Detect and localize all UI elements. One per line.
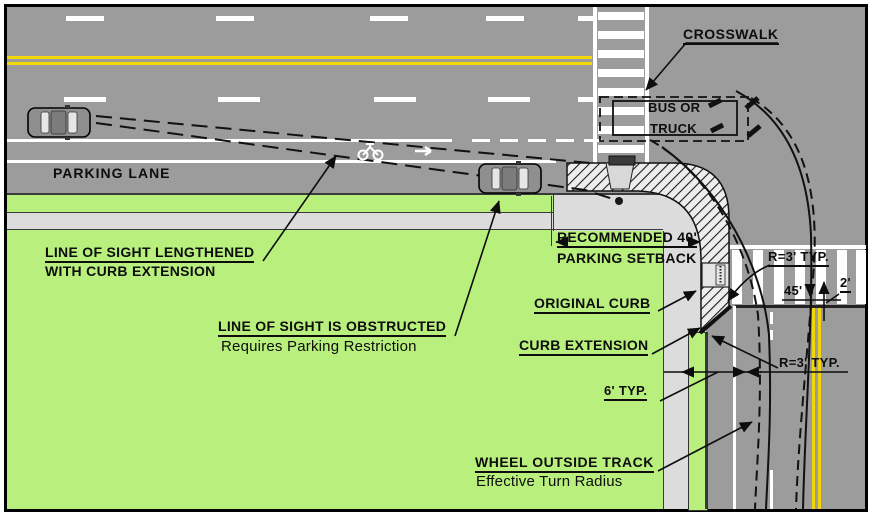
wheel-track-leader bbox=[657, 421, 753, 472]
six-typ-leader bbox=[659, 371, 719, 402]
crosswalk-label: CROSSWALK bbox=[683, 27, 779, 45]
approaching-car-icon bbox=[27, 105, 91, 140]
bike-marking-icon bbox=[357, 143, 432, 161]
double-yellow-centerline bbox=[7, 62, 592, 65]
two-ft-leader bbox=[825, 293, 840, 304]
six-typ-label: 6' TYP. bbox=[604, 384, 648, 401]
sign-pole-icon bbox=[615, 197, 623, 205]
crosswalk-bar bbox=[837, 250, 847, 304]
lane-dash bbox=[218, 97, 260, 102]
r3-lower-leader bbox=[711, 335, 779, 369]
crosswalk-bar bbox=[598, 50, 644, 58]
crosswalk-leader bbox=[645, 42, 778, 91]
sidewalk-edge bbox=[7, 212, 553, 213]
crosswalk-bar bbox=[598, 145, 644, 153]
body-path-outer bbox=[735, 90, 813, 510]
crosswalk-edge-line bbox=[593, 7, 597, 163]
crosswalk-bar bbox=[598, 107, 644, 115]
curb-extension-leader bbox=[651, 327, 701, 355]
lane-line bbox=[770, 470, 773, 509]
sidewalk-edge bbox=[663, 231, 664, 509]
crosswalk-edge-line bbox=[730, 245, 866, 249]
forty-five-label: 45' bbox=[784, 283, 803, 298]
los-lengthened-label: LINE OF SIGHT LENGTHENED bbox=[45, 245, 255, 263]
wheel-outside-track-outer bbox=[750, 97, 816, 510]
curb-ramp-east bbox=[701, 262, 730, 288]
original-curb-leader bbox=[657, 290, 697, 312]
truck-outline bbox=[599, 96, 762, 142]
r3-typ-lower-label: R=3' TYP. bbox=[779, 355, 840, 370]
curb-ramp-north bbox=[605, 155, 636, 190]
wheel-outside-track-inner bbox=[649, 139, 761, 510]
los-lengthened-leader bbox=[262, 155, 337, 262]
parking-lane-line bbox=[7, 160, 556, 163]
lane-dash bbox=[374, 97, 416, 102]
double-yellow-centerline bbox=[818, 308, 821, 509]
lane-dash bbox=[472, 139, 490, 142]
lane-dash bbox=[488, 97, 530, 102]
two-ft-label: 2' bbox=[840, 276, 851, 293]
parked-car-icon bbox=[478, 161, 542, 196]
crosswalk-bar bbox=[856, 250, 866, 304]
crosswalk-bar bbox=[732, 250, 742, 304]
sidewalk-edge bbox=[7, 229, 663, 230]
lane-dash bbox=[578, 97, 593, 102]
lane-line-dash bbox=[770, 312, 773, 324]
wheel-track-sublabel: Effective Turn Radius bbox=[476, 473, 623, 490]
sight-line-lengthened bbox=[95, 115, 591, 164]
crosswalk-bar bbox=[598, 69, 644, 77]
edge-line bbox=[733, 306, 736, 509]
crosswalk-bar bbox=[598, 88, 644, 96]
setback-tick bbox=[553, 194, 554, 231]
lane-line-dash bbox=[770, 330, 773, 340]
original-curb-corner-line bbox=[698, 304, 733, 335]
wheel-track-label: WHEEL OUTSIDE TRACK bbox=[475, 455, 654, 473]
curb-line bbox=[7, 193, 701, 195]
double-yellow-centerline bbox=[7, 56, 592, 59]
r3-typ-upper-label: R=3' TYP. bbox=[768, 250, 829, 267]
original-curb-label: ORIGINAL CURB bbox=[534, 296, 651, 314]
lane-dash bbox=[64, 97, 106, 102]
curb-extension-hatch bbox=[566, 162, 733, 335]
sidewalk-band bbox=[7, 213, 553, 229]
parking-lane-label: PARKING LANE bbox=[53, 165, 171, 181]
lane-dash bbox=[486, 16, 524, 21]
crosswalk-bar bbox=[753, 250, 763, 304]
sight-line-obstructed bbox=[95, 122, 614, 200]
parking-setback-label: RECOMMENDED 40' bbox=[557, 230, 698, 248]
los-obstructed-leader bbox=[454, 200, 501, 337]
setback-tick bbox=[551, 196, 552, 246]
lane-dash bbox=[66, 16, 104, 21]
crosswalk-bar bbox=[598, 12, 644, 20]
bus-or-truck-label: TRUCK bbox=[650, 121, 697, 136]
lane-dash bbox=[578, 16, 593, 21]
crosswalk-bar bbox=[795, 250, 805, 304]
bus-or-truck-label: BUS OR bbox=[648, 100, 701, 115]
sight-lines bbox=[95, 115, 614, 200]
crosswalk-bar bbox=[598, 126, 644, 134]
truck-wheel-icon bbox=[707, 96, 762, 138]
lane-dash bbox=[370, 16, 408, 21]
lane-dash bbox=[556, 139, 574, 142]
curb-extension-label: CURB EXTENSION bbox=[519, 338, 649, 356]
double-yellow-centerline bbox=[812, 308, 815, 509]
body-path-inner bbox=[661, 146, 772, 510]
crosswalk-bar bbox=[598, 31, 644, 39]
crosswalk-bar bbox=[816, 250, 826, 304]
turning-path-arcs bbox=[649, 90, 816, 510]
lane-dash bbox=[500, 139, 518, 142]
lane-dash bbox=[216, 16, 254, 21]
crosswalk-stop-line bbox=[735, 305, 865, 308]
detectable-warning-strip bbox=[608, 155, 636, 166]
los-lengthened-label: WITH CURB EXTENSION bbox=[45, 263, 216, 279]
lane-dash bbox=[528, 139, 546, 142]
curb-line bbox=[705, 332, 707, 509]
parking-setback-label: PARKING SETBACK bbox=[557, 250, 697, 266]
los-obstructed-sublabel: Requires Parking Restriction bbox=[221, 338, 417, 355]
lane-arrow-icon bbox=[415, 145, 432, 157]
r3-upper-leader bbox=[727, 264, 771, 302]
crosswalk-bar bbox=[774, 250, 784, 304]
los-obstructed-label: LINE OF SIGHT IS OBSTRUCTED bbox=[218, 319, 447, 337]
